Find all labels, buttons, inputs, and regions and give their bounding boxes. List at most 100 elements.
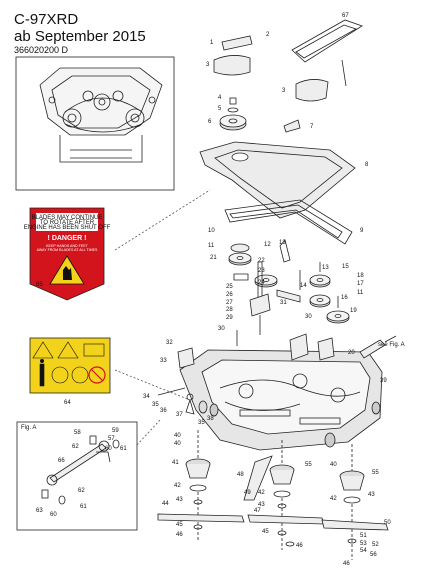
callout-32: 32 <box>166 340 173 346</box>
fig-a-drawing <box>41 435 120 505</box>
callout-60: 60 <box>50 512 57 518</box>
callout-2: 2 <box>266 32 270 38</box>
callout-40: 40 <box>174 441 181 447</box>
callout-51: 51 <box>360 533 367 539</box>
callout-42: 42 <box>330 496 337 502</box>
callout-66: 66 <box>58 458 65 464</box>
callout-31: 31 <box>280 300 287 306</box>
callout-61: 61 <box>120 446 127 452</box>
callout-40: 40 <box>174 433 181 439</box>
spindle-right <box>339 444 365 560</box>
pulley-cover-2 <box>221 35 253 51</box>
callout-30: 30 <box>218 326 225 332</box>
callout-11: 11 <box>208 243 215 249</box>
spindle-left <box>185 430 211 540</box>
callout-46: 46 <box>176 532 183 538</box>
callout-5: 5 <box>218 106 222 112</box>
callout-35: 35 <box>152 402 159 408</box>
callout-24: 24 <box>258 280 265 286</box>
blade-left <box>157 513 245 523</box>
callout-3: 3 <box>206 62 210 68</box>
callout-43: 43 <box>176 497 183 503</box>
validity-date: ab September 2015 <box>14 28 146 45</box>
callout-14: 14 <box>300 283 307 289</box>
callout-55: 55 <box>372 470 379 476</box>
callout-57: 57 <box>108 436 115 442</box>
callout-42: 42 <box>174 483 181 489</box>
callout-13: 13 <box>279 240 286 246</box>
callout-53: 53 <box>360 541 367 547</box>
danger-line-3: ENGINE HAS BEEN SHUT OFF <box>24 225 111 231</box>
callout-40: 40 <box>330 462 337 468</box>
callout-62: 62 <box>72 444 79 450</box>
callout-47: 47 <box>254 508 261 514</box>
blade-center <box>247 514 325 525</box>
callout-38: 38 <box>207 416 214 422</box>
callout-20: 20 <box>348 350 355 356</box>
callout-64: 64 <box>64 400 71 406</box>
callout-17: 17 <box>357 281 364 287</box>
deck-belt <box>224 199 353 245</box>
danger-decal: BLADES MAY CONTINUE TO ROTATE AFTER ENGI… <box>24 207 111 301</box>
pulley-stack <box>228 239 350 346</box>
clutch-guard-3b <box>295 79 329 102</box>
callout-67: 67 <box>342 13 349 19</box>
danger-line-1: BLADES MAY CONTINUE <box>32 215 103 221</box>
callout-34: 34 <box>143 394 150 400</box>
danger-line-4: KEEP HANDS AND FEET <box>46 244 88 248</box>
callout-22: 22 <box>258 258 265 264</box>
callout-35: 35 <box>198 420 205 426</box>
callout-59: 59 <box>112 428 119 434</box>
callout-60: 60 <box>105 446 112 452</box>
callout-27: 27 <box>226 300 233 306</box>
clutch-guard-3 <box>213 55 251 76</box>
callout-30: 30 <box>305 314 312 320</box>
overview-deck-drawing <box>39 67 163 163</box>
spindle-center <box>269 440 295 550</box>
callout-4: 4 <box>218 95 222 101</box>
overview-inset-frame <box>15 56 175 191</box>
fig-a-caption: Fig. A <box>21 425 36 431</box>
callout-25: 25 <box>226 284 233 290</box>
model-name: C-97XRD <box>14 11 79 28</box>
callout-6: 6 <box>208 119 212 125</box>
callout-45: 45 <box>176 522 183 528</box>
warning-pictogram-decal <box>29 337 111 394</box>
callout-19: 19 <box>350 308 357 314</box>
callout-39: 39 <box>380 378 387 384</box>
callout-26: 26 <box>226 292 233 298</box>
fig-a-frame <box>16 421 138 531</box>
callout-36: 36 <box>160 408 167 414</box>
blade-right <box>321 519 389 531</box>
callout-33: 33 <box>160 358 167 364</box>
callout-3: 3 <box>282 88 286 94</box>
callout-43: 43 <box>258 502 265 508</box>
document-number: 366020200 D <box>14 45 69 55</box>
person-icon <box>40 359 44 363</box>
callout-49: 49 <box>244 490 251 496</box>
callout-62: 62 <box>78 488 85 494</box>
callout-28: 28 <box>226 307 233 313</box>
callout-46: 46 <box>343 561 350 567</box>
callout-46: 46 <box>296 543 303 549</box>
see-fig-a-note: see Fig. A <box>378 342 405 348</box>
callout-45: 45 <box>262 529 269 535</box>
callout-16: 16 <box>341 295 348 301</box>
danger-line-5: AWAY FROM BLADES AT ALL TIMES <box>37 248 98 252</box>
callout-44: 44 <box>162 501 169 507</box>
callout-10: 10 <box>208 228 215 234</box>
page-header: C-97XRD ab September 2015 366020200 D <box>14 11 146 56</box>
callout-23: 23 <box>258 268 265 274</box>
callout-63: 63 <box>36 508 43 514</box>
callout-12: 12 <box>264 242 271 248</box>
callout-50: 50 <box>384 520 391 526</box>
callout-41: 41 <box>172 460 179 466</box>
belt-guard-48 <box>243 455 273 501</box>
callout-56: 56 <box>370 552 377 558</box>
callout-65: 65 <box>36 282 43 288</box>
callout-9: 9 <box>360 228 364 234</box>
callout-18: 18 <box>357 273 364 279</box>
callout-52: 52 <box>372 542 379 548</box>
callout-1: 1 <box>210 40 214 46</box>
